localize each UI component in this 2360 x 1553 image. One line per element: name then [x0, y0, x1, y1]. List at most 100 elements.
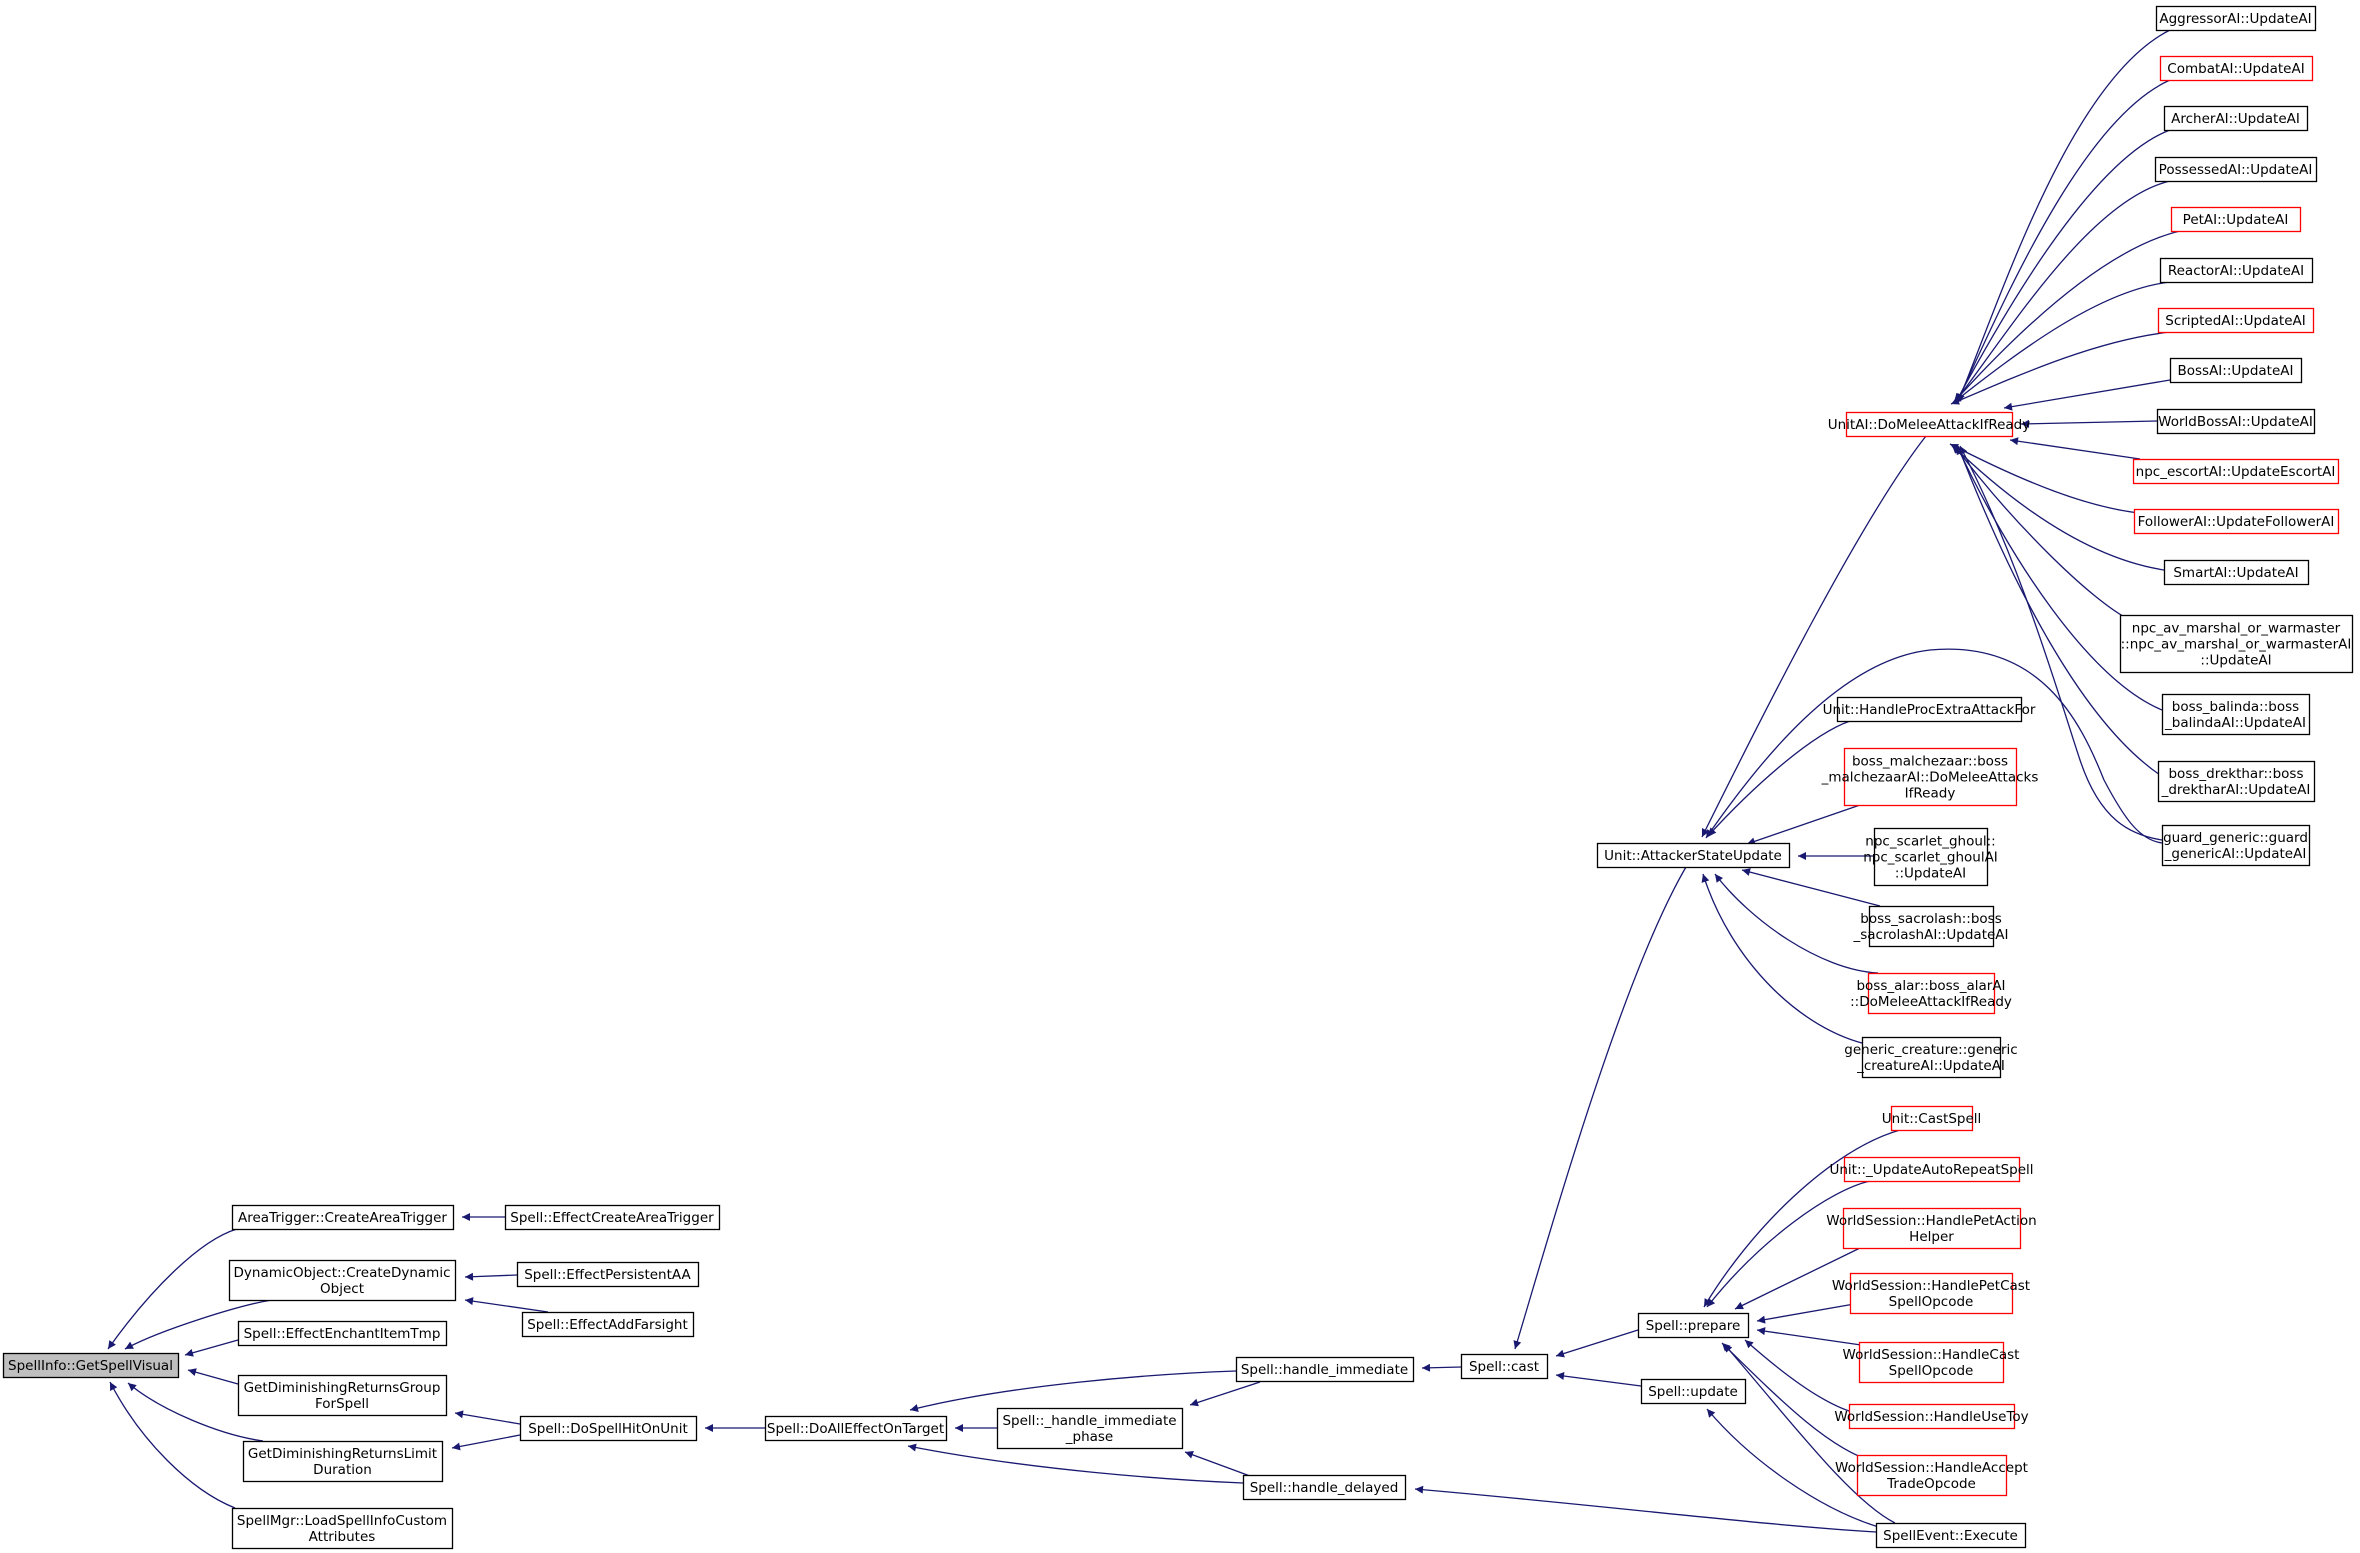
node-reactor[interactable]: ReactorAI::UpdateAI: [2159, 257, 2314, 284]
node-balinda[interactable]: boss_balinda::boss_balindaAI::UpdateAI: [2161, 693, 2311, 736]
node-label: BossAI::UpdateAI: [2177, 363, 2293, 379]
node-label: CombatAI::UpdateAI: [2167, 61, 2304, 77]
node-root[interactable]: SpellInfo::GetSpellVisual: [2, 1352, 180, 1379]
node-box: [1242, 1474, 1407, 1501]
node-prepare[interactable]: Spell::prepare: [1637, 1312, 1750, 1339]
node-extra-attack[interactable]: Unit::HandleProcExtraAttackFor: [1823, 696, 2036, 723]
edge-melee-to-possessed: [1954, 180, 2171, 403]
node-all-effect[interactable]: Spell::DoAllEffectOnTarget: [764, 1415, 948, 1442]
node-box: [2169, 357, 2303, 384]
node-label: SpellEvent::Execute: [1883, 1528, 2018, 1544]
node-box: [1849, 1272, 2014, 1315]
node-label: ::DoMeleeAttackIfReady: [1850, 994, 2012, 1010]
node-label: Unit::CastSpell: [1882, 1111, 1982, 1127]
node-combat[interactable]: CombatAI::UpdateAI: [2159, 55, 2314, 82]
node-eff-enchant[interactable]: Spell::EffectEnchantItemTmp: [237, 1320, 448, 1347]
node-box: [1836, 696, 2023, 723]
node-label: ForSpell: [315, 1396, 369, 1412]
node-label: ReactorAI::UpdateAI: [2168, 263, 2304, 279]
node-label: DynamicObject::CreateDynamic: [234, 1265, 451, 1281]
node-box: [1875, 1522, 2027, 1549]
node-box: [1596, 842, 1791, 869]
node-box: [996, 1407, 1184, 1450]
node-aggressor[interactable]: AggressorAI::UpdateAI: [2155, 5, 2317, 32]
node-label: ScriptedAI::UpdateAI: [2165, 313, 2305, 329]
node-box: [1842, 1207, 2022, 1250]
node-execute[interactable]: SpellEvent::Execute: [1875, 1522, 2027, 1549]
edge-update-to-execute: [1706, 1408, 1883, 1529]
node-eff-create-at[interactable]: Spell::EffectCreateAreaTrigger: [504, 1204, 721, 1231]
node-escort[interactable]: npc_escortAI::UpdateEscortAI: [2132, 458, 2340, 485]
node-label: _genericAI::UpdateAI: [2164, 846, 2307, 862]
edge-melee-to-escort: [2009, 437, 2141, 460]
node-drekthar[interactable]: boss_drekthar::boss_drektharAI::UpdateAI: [2157, 760, 2316, 803]
node-usetoy[interactable]: WorldSession::HandleUseToy: [1834, 1403, 2029, 1430]
node-malchezaar[interactable]: boss_malchezaar::boss_malchezaarAI::DoMe…: [1821, 747, 2039, 807]
node-label: Unit::AttackerStateUpdate: [1604, 848, 1782, 864]
node-boss[interactable]: BossAI::UpdateAI: [2169, 357, 2303, 384]
edge-prepare-to-petcast: [1756, 1302, 1861, 1324]
node-label: PossessedAI::UpdateAI: [2159, 162, 2313, 178]
node-label: Unit::_UpdateAutoRepeatSpell: [1829, 1162, 2033, 1178]
node-worldboss[interactable]: WorldBossAI::UpdateAI: [2156, 408, 2316, 435]
node-label: _sacrolashAI::UpdateAI: [1852, 927, 2008, 943]
edge-melee-to-smart: [1951, 444, 2165, 571]
node-hit-unit[interactable]: Spell::DoSpellHitOnUnit: [519, 1415, 698, 1442]
node-eff-persist[interactable]: Spell::EffectPersistentAA: [516, 1261, 700, 1288]
node-scarlet[interactable]: npc_scarlet_ghoul::npc_scarlet_ghoulAI::…: [1863, 827, 1998, 887]
node-at-create[interactable]: AreaTrigger::CreateAreaTrigger: [231, 1204, 455, 1231]
node-box: [231, 1204, 455, 1231]
node-scripted[interactable]: ScriptedAI::UpdateAI: [2157, 307, 2315, 334]
edge-prepare-to-execute: [1723, 1343, 1896, 1524]
node-label: _balindaAI::UpdateAI: [2164, 715, 2306, 731]
node-update[interactable]: Spell::update: [1640, 1378, 1747, 1405]
node-box: [1848, 1403, 2016, 1430]
node-cast[interactable]: Spell::cast: [1460, 1353, 1549, 1380]
node-imm-phase[interactable]: Spell::_handle_immediate_phase: [996, 1407, 1184, 1450]
edge-melee-to-scripted: [1950, 331, 2171, 405]
node-handle-imm[interactable]: Spell::handle_immediate: [1235, 1356, 1415, 1383]
node-box: [1843, 1156, 2021, 1183]
node-castspell[interactable]: Unit::CastSpell: [1882, 1105, 1982, 1132]
edge-attacker-to-guard: [1705, 648, 2163, 844]
node-label: Attributes: [309, 1529, 376, 1545]
node-guard[interactable]: guard_generic::guard_genericAI::UpdateAI: [2161, 824, 2311, 867]
node-label: guard_generic::guard: [2163, 830, 2308, 846]
node-melee[interactable]: UnitAI::DoMeleeAttackIfReady: [1828, 411, 2031, 438]
node-follower[interactable]: FollowerAI::UpdateFollowerAI: [2133, 508, 2340, 535]
node-box: [231, 1507, 454, 1550]
node-label: Spell::cast: [1469, 1359, 1539, 1375]
node-label: TradeOpcode: [1886, 1476, 1976, 1492]
node-box: [1845, 411, 2014, 438]
edge-melee-to-follower: [1949, 443, 2151, 515]
node-label: Spell::DoSpellHitOnUnit: [528, 1421, 688, 1437]
node-attacker[interactable]: Unit::AttackerStateUpdate: [1596, 842, 1791, 869]
node-box: [1873, 827, 1989, 887]
node-eff-farsight[interactable]: Spell::EffectAddFarsight: [521, 1311, 695, 1338]
edge-root-to-spellmgr: [109, 1381, 236, 1509]
node-possessed[interactable]: PossessedAI::UpdateAI: [2154, 156, 2318, 183]
node-petai[interactable]: PetAI::UpdateAI: [2170, 206, 2302, 233]
node-autorepeat[interactable]: Unit::_UpdateAutoRepeatSpell: [1829, 1156, 2034, 1183]
edge-root-to-at_create: [107, 1228, 238, 1350]
node-box: [2163, 559, 2310, 586]
node-generic-creature[interactable]: generic_creature::generic_creatureAI::Up…: [1844, 1036, 2018, 1079]
node-smart[interactable]: SmartAI::UpdateAI: [2163, 559, 2310, 586]
node-label: IfReady: [1905, 786, 1956, 802]
node-label: Spell::_handle_immediate: [1002, 1413, 1176, 1429]
node-alar[interactable]: boss_alar::boss_alarAI::DoMeleeAttackIfR…: [1850, 972, 2012, 1015]
node-handle-del[interactable]: Spell::handle_delayed: [1242, 1474, 1407, 1501]
node-sacrolash[interactable]: boss_sacrolash::boss_sacrolashAI::Update…: [1852, 905, 2009, 948]
node-archer[interactable]: ArcherAI::UpdateAI: [2163, 105, 2309, 132]
edge-do_create-to-eff_persist: [464, 1272, 518, 1281]
edge-root-to-do_create: [124, 1299, 273, 1350]
node-marshal[interactable]: npc_av_marshal_or_warmaster::npc_av_mars…: [2119, 614, 2354, 674]
